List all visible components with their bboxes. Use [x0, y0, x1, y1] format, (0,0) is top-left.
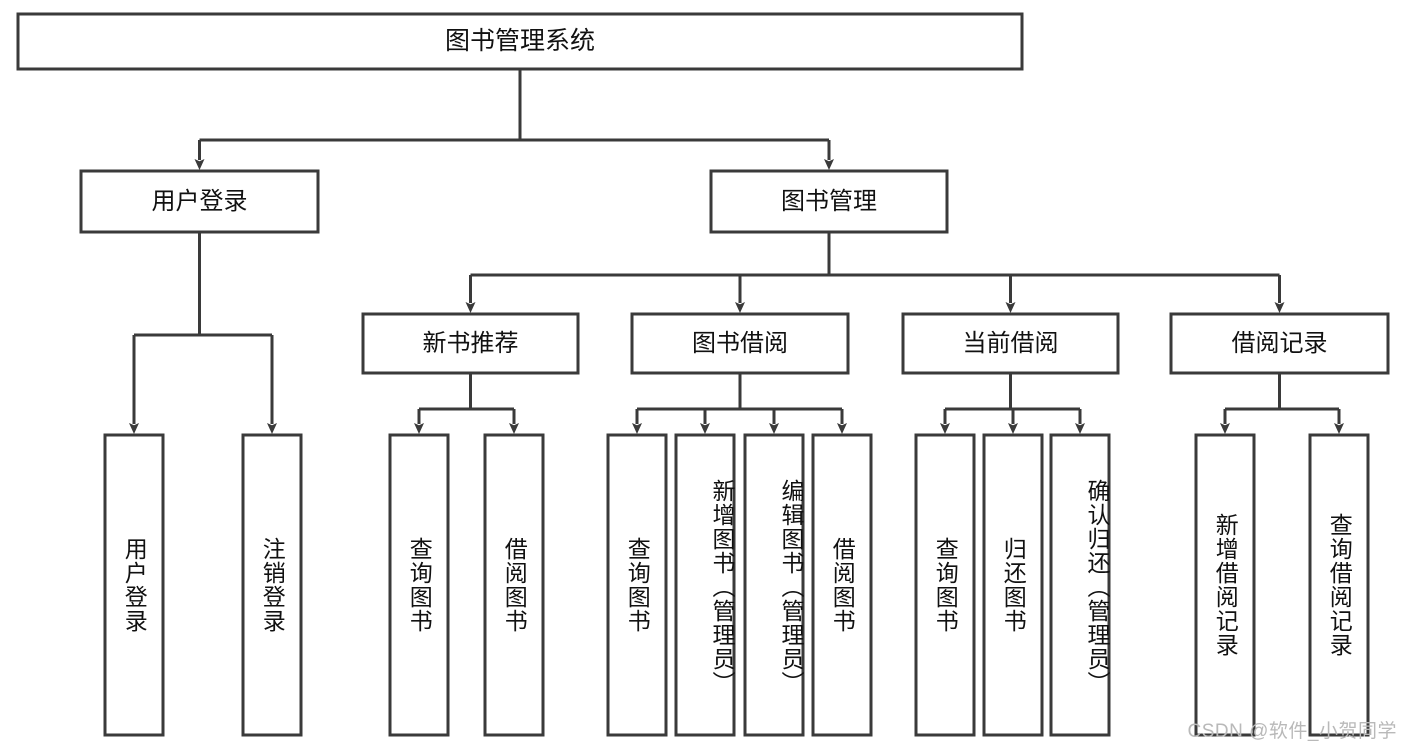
level2-node-0-label: 用户登录 [152, 188, 248, 215]
leaf-node-9-rect [982, 433, 1044, 737]
leaf-node-7-rect [811, 433, 873, 737]
level3-node-2-label: 当前借阅 [963, 330, 1059, 357]
level3-node-1-label: 图书借阅 [692, 330, 788, 357]
root-node-book-management-system-rect [16, 12, 1024, 71]
root-node-book-management-system-label: 图书管理系统 [445, 27, 595, 55]
level3-node-2[interactable]: 当前借阅 [901, 312, 1120, 375]
leaf-node-11[interactable] [1194, 433, 1256, 737]
leaf-node-2[interactable] [388, 433, 450, 737]
leaf-node-1-rect [241, 433, 303, 737]
root-node-book-management-system[interactable]: 图书管理系统 [16, 12, 1024, 71]
csdn-watermark: CSDN @软件_小贺同学 [1187, 721, 1397, 742]
level3-node-0[interactable]: 新书推荐 [361, 312, 580, 375]
leaf-node-8-rect [914, 433, 976, 737]
leaf-node-4-rect [606, 433, 668, 737]
level3-node-3[interactable]: 借阅记录 [1169, 312, 1390, 375]
level2-node-1-rect [709, 169, 949, 234]
level2-node-0[interactable]: 用户登录 [79, 169, 320, 234]
level3-node-3-rect [1169, 312, 1390, 375]
level2-node-0-rect [79, 169, 320, 234]
leaf-node-0[interactable] [103, 433, 165, 737]
level3-node-1[interactable]: 图书借阅 [630, 312, 850, 375]
leaf-node-3-rect [483, 433, 545, 737]
leaf-node-10[interactable] [1049, 433, 1111, 737]
level3-node-3-label: 借阅记录 [1232, 330, 1328, 357]
leaf-node-0-rect [103, 433, 165, 737]
level2-node-1[interactable]: 图书管理 [709, 169, 949, 234]
level3-node-0-rect [361, 312, 580, 375]
leaf-node-10-rect [1049, 433, 1111, 737]
leaf-node-11-rect [1194, 433, 1256, 737]
leaf-node-12-rect [1308, 433, 1370, 737]
level3-node-2-rect [901, 312, 1120, 375]
leaf-node-3[interactable] [483, 433, 545, 737]
leaf-node-5-rect [674, 433, 736, 737]
leaf-node-4[interactable] [606, 433, 668, 737]
leaf-node-9[interactable] [982, 433, 1044, 737]
level2-node-1-label: 图书管理 [781, 188, 877, 215]
leaf-node-7[interactable] [811, 433, 873, 737]
leaf-node-1[interactable] [241, 433, 303, 737]
level3-node-0-label: 新书推荐 [423, 330, 519, 357]
leaf-node-8[interactable] [914, 433, 976, 737]
leaf-node-5[interactable] [674, 433, 736, 737]
connector-lines [129, 69, 1344, 434]
leaf-node-2-rect [388, 433, 450, 737]
leaf-node-6-rect [743, 433, 805, 737]
leaf-node-12[interactable] [1308, 433, 1370, 737]
leaf-node-6[interactable] [743, 433, 805, 737]
level3-node-1-rect [630, 312, 850, 375]
